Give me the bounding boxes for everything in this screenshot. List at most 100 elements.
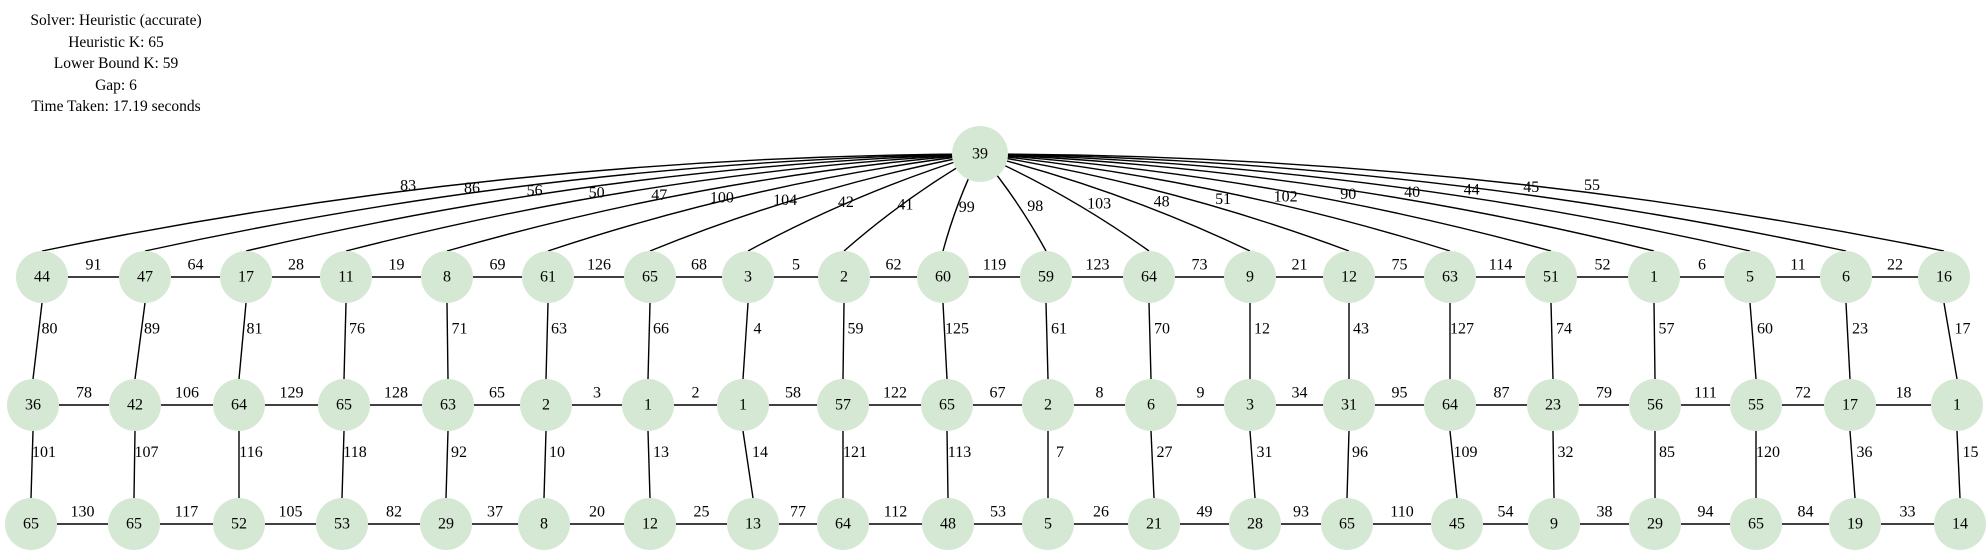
graph-node: 12 <box>1323 251 1375 303</box>
node-circle <box>1918 251 1970 303</box>
graph-node: 61 <box>522 251 574 303</box>
node-label: 13 <box>745 516 761 533</box>
node-circle <box>318 379 370 431</box>
node-circle <box>818 251 870 303</box>
row-edge-label: 111 <box>1694 385 1717 402</box>
hub-edge-label: 42 <box>838 194 854 211</box>
graph-node: 29 <box>420 498 472 550</box>
node-circle <box>1323 251 1375 303</box>
node-circle <box>1730 379 1782 431</box>
vertical-edge-top <box>134 302 146 380</box>
node-circle <box>1224 251 1276 303</box>
row-edge-label: 9 <box>1197 385 1205 402</box>
row-edge-label: 38 <box>1597 504 1613 521</box>
vertical-edge-top-label: 125 <box>945 321 969 338</box>
node-circle <box>1629 498 1681 550</box>
hub-edge <box>446 153 981 252</box>
node-label: 36 <box>25 397 41 414</box>
node-circle <box>1820 251 1872 303</box>
graph-node: 64 <box>1424 379 1476 431</box>
node-circle <box>5 498 57 550</box>
node-circle <box>727 498 779 550</box>
vertical-edge-bottom <box>445 430 449 499</box>
vertical-edge-top-label: 70 <box>1154 321 1170 338</box>
node-label: 64 <box>231 397 247 414</box>
row-edge-label: 54 <box>1498 504 1514 521</box>
vertical-edge-top-label: 60 <box>1757 321 1773 338</box>
node-label: 12 <box>1341 269 1357 286</box>
node-label: 28 <box>1247 516 1263 533</box>
vertical-edge-top <box>942 302 948 380</box>
graph-node: 8 <box>421 251 473 303</box>
hub-edge-label: 98 <box>1027 198 1043 215</box>
vertical-edge-bottom <box>1956 430 1961 499</box>
graph-node: 16 <box>1918 251 1970 303</box>
node-circle <box>1527 379 1579 431</box>
graph-node: 63 <box>1424 251 1476 303</box>
node-label: 60 <box>935 269 951 286</box>
graph-node: 19 <box>1829 498 1881 550</box>
graph-node: 5 <box>1022 498 1074 550</box>
vertical-edge-bottom-label: 107 <box>135 444 159 461</box>
node-label: 1 <box>644 397 652 414</box>
node-circle <box>220 251 272 303</box>
graph-node: 1 <box>622 379 674 431</box>
graph-node: 8 <box>518 498 570 550</box>
vertical-edge-bottom <box>946 430 949 499</box>
row-edge-label: 73 <box>1192 257 1208 274</box>
node-label: 3 <box>1246 397 1254 414</box>
node-label: 11 <box>338 269 353 286</box>
graph-node: 64 <box>817 498 869 550</box>
row-edge-label: 33 <box>1900 504 1916 521</box>
node-circle <box>1125 379 1177 431</box>
vertical-edge-top-label: 71 <box>452 321 468 338</box>
node-circle <box>921 379 973 431</box>
node-label: 52 <box>231 516 247 533</box>
hub-edge <box>979 153 1847 252</box>
graph-node: 17 <box>220 251 272 303</box>
node-circle <box>320 251 372 303</box>
row-edge-label: 77 <box>790 504 806 521</box>
vertical-edge-top-label: 17 <box>1955 321 1971 338</box>
vertical-edge-top-label: 12 <box>1254 321 1270 338</box>
node-label: 17 <box>238 269 254 286</box>
hub-edge-label: 83 <box>400 178 416 195</box>
row-edge-label: 34 <box>1292 385 1308 402</box>
node-circle <box>1022 379 1074 431</box>
graph-node: 29 <box>1629 498 1681 550</box>
node-label: 61 <box>540 269 556 286</box>
node-circle <box>1224 379 1276 431</box>
graph-node: 21 <box>1128 498 1180 550</box>
vertical-edge-top <box>1148 302 1152 380</box>
hub-edge-label: 48 <box>1154 193 1170 210</box>
vertical-edge-bottom <box>30 430 34 499</box>
node-label: 59 <box>1038 269 1054 286</box>
row-edge-label: 105 <box>279 504 303 521</box>
graph-node: 11 <box>320 251 372 303</box>
node-circle <box>952 126 1008 182</box>
vertical-edge-bottom-label: 101 <box>32 444 56 461</box>
hub-edge-label: 104 <box>773 192 797 209</box>
node-circle <box>1824 379 1876 431</box>
graph-node: 3 <box>1224 379 1276 431</box>
node-label: 65 <box>939 397 955 414</box>
node-label: 63 <box>440 397 456 414</box>
graph-node: 13 <box>727 498 779 550</box>
row-edge-label: 37 <box>487 504 503 521</box>
row-edge-label: 130 <box>71 504 95 521</box>
row-edge-label: 69 <box>490 257 506 274</box>
node-label: 44 <box>34 269 50 286</box>
hub-edge <box>245 153 981 252</box>
lower-bound-k-line: Lower Bound K: 59 <box>53 55 179 72</box>
node-circle <box>1424 251 1476 303</box>
solver-info: Solver: Heuristic (accurate) Heuristic K… <box>0 10 232 118</box>
row-edge-label: 58 <box>785 385 801 402</box>
node-circle <box>817 498 869 550</box>
vertical-edge-bottom-label: 32 <box>1558 444 1574 461</box>
vertical-edge-top-label: 80 <box>42 321 58 338</box>
hub-edge <box>979 153 1552 252</box>
node-label: 65 <box>1339 516 1355 533</box>
vertical-edge-bottom <box>742 430 754 499</box>
row-edge-label: 126 <box>587 257 611 274</box>
